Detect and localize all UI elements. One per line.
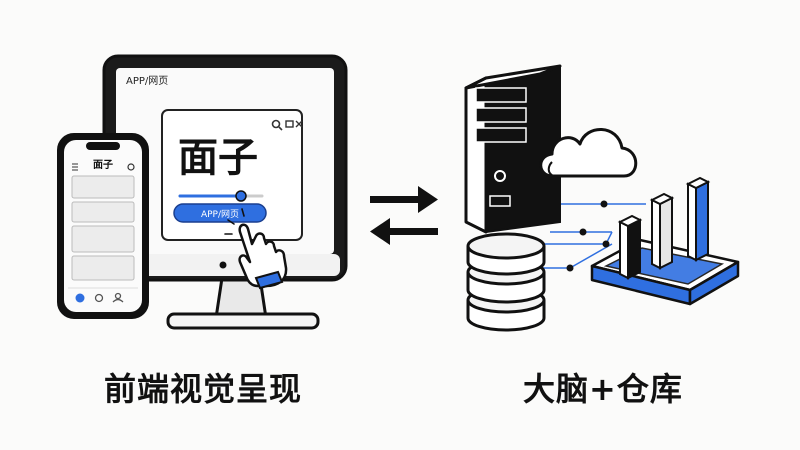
left-caption: 前端视觉呈现 (104, 370, 303, 408)
bar-chart-platform-icon (590, 176, 740, 306)
monitor-icon: APP/网页 面子 APP/网页 (102, 54, 348, 330)
monitor-slider[interactable] (178, 190, 264, 202)
monitor-blue-button[interactable]: APP/网页 (173, 203, 267, 223)
server-tower-icon (464, 64, 562, 234)
phone-header-text: 面子 (93, 159, 113, 171)
monitor-headline: 面子 (178, 135, 258, 181)
connection-nodes (566, 200, 610, 272)
exchange-arrows-icon (370, 186, 438, 245)
phone-icon: 面子 (57, 133, 149, 319)
hand-cursor-icon (224, 208, 288, 290)
chart-bar-blue (685, 176, 711, 262)
phone-content-cards (71, 175, 135, 281)
chart-bar-black (617, 214, 643, 280)
phone-tab-bar[interactable] (68, 287, 138, 303)
chart-bar-white (649, 192, 675, 270)
cloud-icon (539, 128, 638, 178)
monitor-titlebar-text: APP/网页 (126, 75, 168, 87)
window-controls (271, 119, 303, 131)
database-icon (466, 232, 546, 332)
monitor-button-label: APP/网页 (201, 209, 239, 220)
right-caption: 大脑+仓库 (523, 370, 683, 408)
